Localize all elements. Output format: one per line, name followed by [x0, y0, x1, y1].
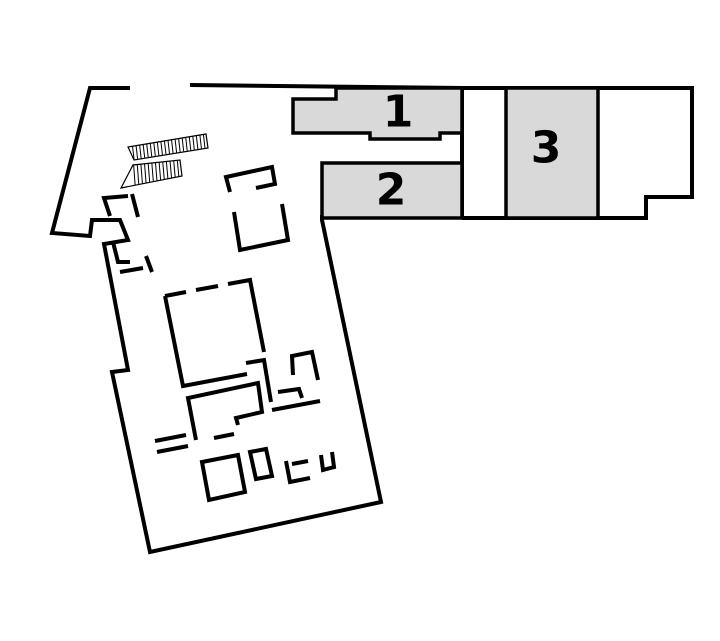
area-3[interactable]: 3: [504, 86, 600, 220]
area-1-label: 1: [383, 87, 414, 138]
area-2-label: 2: [376, 165, 407, 216]
area-2[interactable]: 2: [320, 161, 464, 220]
area-3-label: 3: [531, 123, 562, 174]
stairs: [119, 133, 209, 189]
area-1[interactable]: 1: [291, 86, 464, 141]
interior-walls: [101, 164, 337, 503]
